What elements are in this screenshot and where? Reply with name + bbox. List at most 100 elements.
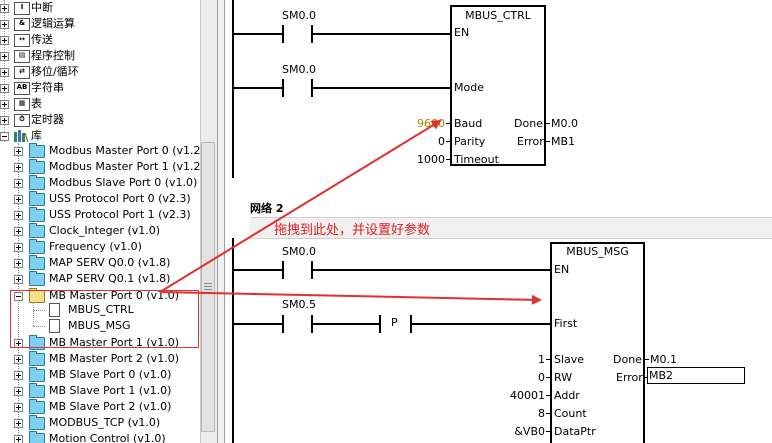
expand-icon[interactable] bbox=[14, 227, 23, 236]
library-label: MB Slave Port 0 (v1.0) bbox=[49, 368, 172, 381]
expand-icon[interactable] bbox=[0, 52, 9, 61]
instruction-label: MBUS_CTRL bbox=[68, 303, 134, 316]
folder-icon bbox=[29, 271, 45, 286]
library-label: Clock_Integer (v1.0) bbox=[49, 224, 161, 237]
param-addr-value[interactable]: 40001 bbox=[510, 389, 545, 402]
expand-icon[interactable] bbox=[14, 387, 23, 396]
library-label: Motion Control (v1.0) bbox=[49, 432, 166, 443]
pin-tick bbox=[546, 123, 550, 124]
expand-icon[interactable] bbox=[0, 36, 9, 45]
folder-icon bbox=[29, 159, 45, 174]
folder-icon bbox=[29, 367, 45, 382]
expand-icon[interactable] bbox=[14, 355, 23, 364]
expand-icon[interactable] bbox=[14, 371, 23, 380]
expand-icon[interactable] bbox=[0, 116, 9, 125]
expand-icon[interactable] bbox=[14, 435, 23, 443]
expand-icon[interactable] bbox=[0, 84, 9, 93]
library-icon bbox=[14, 130, 29, 143]
contact-symbol[interactable] bbox=[282, 79, 284, 97]
rung-wire bbox=[313, 269, 551, 271]
param-error-output: MB2 bbox=[649, 369, 674, 382]
pin-error: Error bbox=[517, 135, 544, 148]
library-label: MB Slave Port 2 (v1.0) bbox=[49, 400, 172, 413]
string-icon: AB bbox=[14, 82, 30, 95]
param-done-output[interactable]: M0.1 bbox=[650, 353, 677, 366]
param-slave-value[interactable]: 1 bbox=[538, 353, 545, 366]
tree-item-label: 字符串 bbox=[31, 81, 64, 94]
pin-slave: Slave bbox=[554, 353, 585, 366]
pin-tick bbox=[446, 159, 451, 160]
library-label: Modbus Slave Port 0 (v1.0) bbox=[49, 176, 198, 189]
param-baud-value[interactable]: 9600 bbox=[417, 117, 445, 130]
collapse-icon[interactable] bbox=[0, 132, 9, 141]
library-label: MAP SERV Q0.0 (v1.8) bbox=[49, 256, 171, 269]
rung-wire bbox=[313, 323, 379, 325]
table-icon: ▦ bbox=[14, 98, 30, 111]
pin-done: Done bbox=[514, 117, 543, 130]
param-rw-value[interactable]: 0 bbox=[538, 371, 545, 384]
pin-mode: Mode bbox=[454, 81, 484, 94]
tree-guide-line bbox=[33, 310, 45, 311]
contact-symbol[interactable] bbox=[282, 261, 284, 279]
collapse-icon[interactable] bbox=[14, 292, 23, 301]
mbus-ctrl-block[interactable] bbox=[450, 5, 546, 166]
pin-done: Done bbox=[613, 353, 642, 366]
expand-icon[interactable] bbox=[14, 147, 23, 156]
expand-icon[interactable] bbox=[14, 179, 23, 188]
rung-wire bbox=[234, 33, 282, 35]
expand-icon[interactable] bbox=[14, 419, 23, 428]
expand-icon[interactable] bbox=[14, 243, 23, 252]
expand-icon[interactable] bbox=[14, 211, 23, 220]
expand-icon[interactable] bbox=[14, 259, 23, 268]
param-error-output[interactable]: MB1 bbox=[551, 135, 576, 148]
tree-item-label: 传送 bbox=[31, 33, 53, 46]
contact-symbol[interactable] bbox=[311, 79, 313, 97]
tree-scrollbar-thumb[interactable] bbox=[201, 142, 215, 432]
expand-icon[interactable] bbox=[14, 163, 23, 172]
interrupt-icon: I bbox=[14, 2, 30, 15]
tree-item-label: 库 bbox=[31, 129, 42, 142]
param-done-output[interactable]: M0.0 bbox=[551, 117, 578, 130]
instruction-tree: I 中断 & 逻辑运算 ↔ 传送 ▤ 程序控制 ⇄ 移位/循环 AB 字符串 ▦… bbox=[0, 0, 200, 443]
contact-label: SM0.0 bbox=[282, 9, 316, 22]
expand-icon[interactable] bbox=[14, 275, 23, 284]
shift-rotate-icon: ⇄ bbox=[14, 66, 30, 79]
rung-wire bbox=[313, 33, 452, 35]
expand-icon[interactable] bbox=[14, 403, 23, 412]
folder-icon bbox=[29, 207, 45, 222]
library-label: MB Master Port 2 (v1.0) bbox=[49, 352, 179, 365]
folder-icon bbox=[29, 223, 45, 238]
contact-symbol[interactable] bbox=[282, 25, 284, 43]
power-rail bbox=[232, 238, 234, 443]
expand-icon[interactable] bbox=[14, 195, 23, 204]
instruction-label: MBUS_MSG bbox=[68, 319, 131, 332]
folder-icon bbox=[29, 415, 45, 430]
mbus-msg-block[interactable] bbox=[550, 242, 645, 443]
folder-icon bbox=[29, 255, 45, 270]
param-error-edit-field[interactable]: MB2 bbox=[647, 367, 745, 384]
pin-tick bbox=[546, 377, 551, 378]
param-parity-value[interactable]: 0 bbox=[438, 135, 445, 148]
folder-icon bbox=[29, 175, 45, 190]
pulse-contact-symbol[interactable] bbox=[379, 315, 381, 333]
expand-icon[interactable] bbox=[0, 4, 9, 13]
folder-icon bbox=[29, 383, 45, 398]
expand-icon[interactable] bbox=[0, 68, 9, 77]
param-dataptr-value[interactable]: &VB0 bbox=[514, 425, 545, 438]
highlight-box bbox=[10, 290, 199, 348]
expand-icon[interactable] bbox=[0, 20, 9, 29]
pin-baud: Baud bbox=[454, 117, 483, 130]
param-timeout-value[interactable]: 1000 bbox=[417, 153, 445, 166]
pin-error: Error bbox=[616, 371, 643, 384]
folder-icon bbox=[29, 399, 45, 414]
contact-symbol[interactable] bbox=[311, 315, 313, 333]
contact-symbol[interactable] bbox=[311, 25, 313, 43]
tree-item-label: 逻辑运算 bbox=[31, 17, 75, 30]
contact-symbol[interactable] bbox=[282, 315, 284, 333]
network-2-title: 网络 2 bbox=[250, 202, 284, 215]
pulse-contact-symbol[interactable] bbox=[410, 315, 412, 333]
pin-tick bbox=[546, 395, 551, 396]
param-count-value[interactable]: 8 bbox=[538, 407, 545, 420]
expand-icon[interactable] bbox=[0, 100, 9, 109]
pane-splitter[interactable] bbox=[217, 0, 225, 443]
